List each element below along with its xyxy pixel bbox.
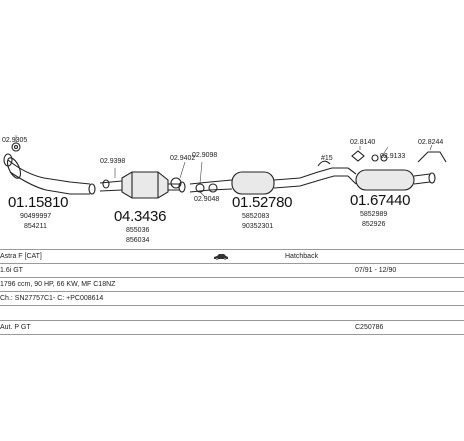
oe-ref-rear-silencer-1: 5852989 — [360, 211, 387, 218]
part-code-02-9133: 02.9133 — [380, 153, 405, 160]
oe-ref-rear-silencer-2: 852926 — [362, 221, 385, 228]
info-row-model: Astra F [CAT] Hatchback — [0, 249, 464, 264]
engine-variant: 1.6i GT — [0, 267, 23, 274]
part-number-rear-silencer: 01.67440 — [350, 192, 410, 209]
oe-ref-middle-silencer-1: 5852083 — [242, 213, 269, 220]
part-code-02-9305: 02.9305 — [2, 137, 27, 144]
middle-silencer — [170, 161, 348, 198]
catalytic-converter — [99, 168, 186, 199]
chassis-range: Ch.: SN27757C1- C: +PC008614 — [0, 295, 104, 302]
connector-mark: #15 — [317, 155, 333, 167]
part-code-02-8140: 02.8140 — [350, 139, 375, 146]
car-icon — [214, 254, 228, 260]
part-number-middle-silencer: 01.52780 — [232, 194, 292, 211]
part-code-02-9402: 02.9402 — [170, 155, 195, 162]
exhaust-diagram: 02.9305 01.15810 90499997 854211 02.9398… — [2, 135, 447, 244]
body-type: Hatchback — [285, 253, 319, 260]
flex-connector-label: #15 — [321, 155, 333, 162]
part-code-02-8244: 02.8244 — [418, 139, 443, 146]
oe-ref-front-pipe-1: 90499997 — [20, 213, 51, 220]
engine-spec: 1796 ccm, 90 HP, 66 KW, MF C18NZ — [0, 281, 116, 288]
info-row-variant: Aut. P GT C250786 — [0, 321, 464, 335]
info-row-chassis: Ch.: SN27757C1- C: +PC008614 — [0, 292, 464, 306]
oe-ref-catalytic-converter-2: 856034 — [126, 237, 149, 244]
oe-ref-middle-silencer-2: 90352301 — [242, 223, 273, 230]
production-dates: 07/91 - 12/90 — [355, 267, 397, 274]
info-row-engine: 1.6i GT 07/91 - 12/90 — [0, 264, 464, 278]
part-code-02-9098: 02.9098 — [192, 152, 217, 159]
vehicle-info-table: Astra F [CAT] Hatchback 1.6i GT 07/91 - … — [0, 249, 464, 335]
model-name: Astra F [CAT] — [0, 253, 42, 260]
trim-variant: Aut. P GT — [0, 324, 31, 331]
part-number-front-pipe: 01.15810 — [8, 194, 68, 211]
part-code-02-9398: 02.9398 — [100, 158, 125, 165]
info-row-blank — [0, 306, 464, 321]
part-number-catalytic-converter: 04.3436 — [114, 208, 166, 225]
oe-ref-catalytic-converter-1: 855036 — [126, 227, 149, 234]
front-pipe — [3, 135, 96, 195]
part-code-02-9048: 02.9048 — [194, 196, 219, 203]
catalog-number: C250786 — [355, 324, 384, 331]
info-row-spec: 1796 ccm, 90 HP, 66 KW, MF C18NZ — [0, 278, 464, 292]
oe-ref-front-pipe-2: 854211 — [24, 223, 47, 230]
rear-silencer — [347, 144, 447, 191]
